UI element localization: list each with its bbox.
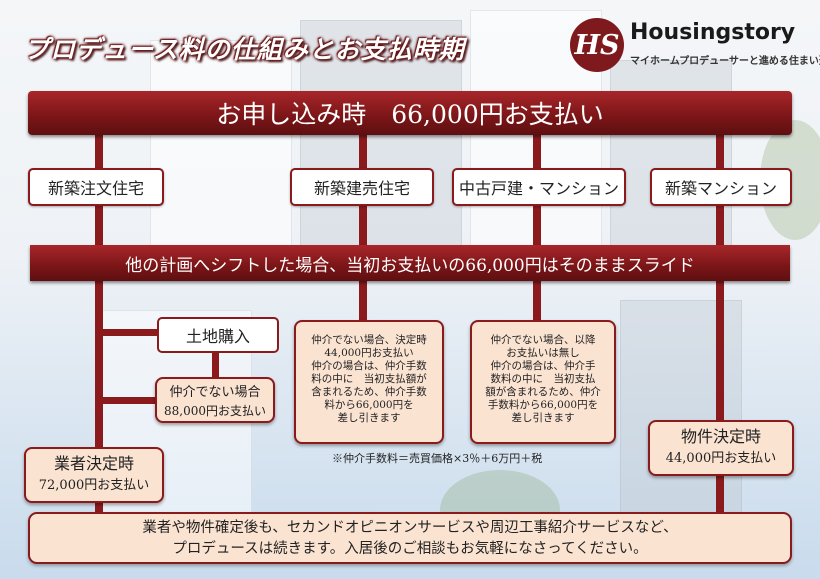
logo-name: Housingstory bbox=[630, 20, 796, 45]
note-line: 含まれるため、仲介手数 bbox=[311, 386, 427, 398]
connector-line-col1-main bbox=[95, 281, 103, 447]
note-line: 手数料から66,000円を bbox=[487, 399, 599, 411]
connector-line-col4-bottom bbox=[716, 476, 724, 512]
non-broker-label: 仲介でない場合 bbox=[169, 384, 261, 400]
connector-line-col1-bottom bbox=[95, 503, 103, 512]
note-line: 44,000円お支払い bbox=[324, 347, 414, 359]
note-line: 額が含まれるため、仲介 bbox=[485, 386, 601, 398]
land-purchase-box: 土地購入 bbox=[157, 317, 279, 353]
used-home-note-box: 仲介でない場合、以降 お支払いは無し 仲介の場合は、仲介手 数料の中に 当初支払… bbox=[470, 320, 616, 444]
vendor-decision-amount: 72,000円お支払い bbox=[38, 478, 150, 493]
connector-line-col4-top bbox=[716, 135, 724, 168]
note-line: 仲介でない場合、以降 bbox=[490, 334, 596, 346]
connector-line-col3-lower bbox=[533, 281, 541, 320]
note-line: 仲介の場合は、仲介手数 bbox=[311, 360, 427, 372]
connector-line-col4-lower bbox=[716, 281, 724, 420]
vendor-decision-box: 業者決定時 72,000円お支払い bbox=[24, 447, 164, 503]
application-payment-banner: お申し込み時 66,000円お支払い bbox=[28, 91, 792, 135]
connector-line-col1-mid bbox=[95, 202, 103, 245]
footer-line: プロデュースは続きます。入居後のご相談もお気軽になさってください。 bbox=[172, 541, 648, 557]
footer-line: 業者や物件確定後も、セカンドオピニオンサービスや周辺工事紹介サービスなど、 bbox=[142, 520, 678, 536]
note-line: 差し引きます bbox=[337, 412, 401, 424]
note-line: お支払いは無し bbox=[506, 347, 580, 359]
property-decision-box: 物件決定時 44,000円お支払い bbox=[648, 420, 794, 476]
continuing-service-footer: 業者や物件確定後も、セカンドオピニオンサービスや周辺工事紹介サービスなど、 プロ… bbox=[28, 512, 792, 564]
note-line: 料から66,000円を bbox=[324, 399, 414, 411]
non-broker-payment-box: 仲介でない場合 88,000円お支払い bbox=[155, 377, 275, 423]
connector-line-col3-top bbox=[533, 135, 541, 168]
connector-branch-nonbroker bbox=[95, 397, 155, 404]
connector-line-col2-lower bbox=[359, 281, 367, 320]
connector-line-col2-top bbox=[359, 135, 367, 168]
category-custom-home: 新築注文住宅 bbox=[28, 168, 164, 206]
category-new-condo: 新築マンション bbox=[650, 168, 792, 206]
vendor-decision-label: 業者決定時 bbox=[53, 454, 134, 473]
connector-line-col2-mid bbox=[359, 202, 367, 245]
connector-branch-land bbox=[95, 329, 157, 336]
brand-logo: HS Housingstory マイホームプロデューサーと進める住まい選び bbox=[570, 18, 820, 74]
property-decision-label: 物件決定時 bbox=[680, 427, 761, 446]
connector-land-down bbox=[212, 349, 219, 377]
non-broker-amount: 88,000円お支払い bbox=[164, 403, 266, 418]
connector-line-col1-top bbox=[95, 135, 103, 168]
note-line: 数料の中に 当初支払 bbox=[490, 373, 596, 385]
note-line: 仲介でない場合、決定時 bbox=[311, 334, 427, 346]
logo-tagline: マイホームプロデューサーと進める住まい選び bbox=[630, 56, 820, 67]
plan-shift-banner: 他の計画へシフトした場合、当初お支払いの66,000円はそのままスライド bbox=[30, 245, 790, 281]
logo-mark-icon: HS bbox=[570, 18, 624, 72]
category-used-home-condo: 中古戸建・マンション bbox=[452, 168, 626, 206]
broker-fee-footnote: ※仲介手数料＝売買価格×3％＋6万円＋税 bbox=[332, 452, 543, 465]
ready-built-note-box: 仲介でない場合、決定時 44,000円お支払い 仲介の場合は、仲介手数 料の中に… bbox=[294, 320, 444, 444]
property-decision-amount: 44,000円お支払い bbox=[665, 451, 777, 466]
note-line: 差し引きます bbox=[511, 412, 575, 424]
note-line: 料の中に 当初支払額が bbox=[311, 373, 427, 385]
connector-line-col4-mid bbox=[716, 202, 724, 245]
note-line: 仲介の場合は、仲介手 bbox=[490, 360, 596, 372]
connector-line-col3-mid bbox=[533, 202, 541, 245]
page-title: プロデュース料の仕組みとお支払時期 bbox=[24, 35, 465, 64]
category-ready-built-home: 新築建売住宅 bbox=[290, 168, 434, 206]
